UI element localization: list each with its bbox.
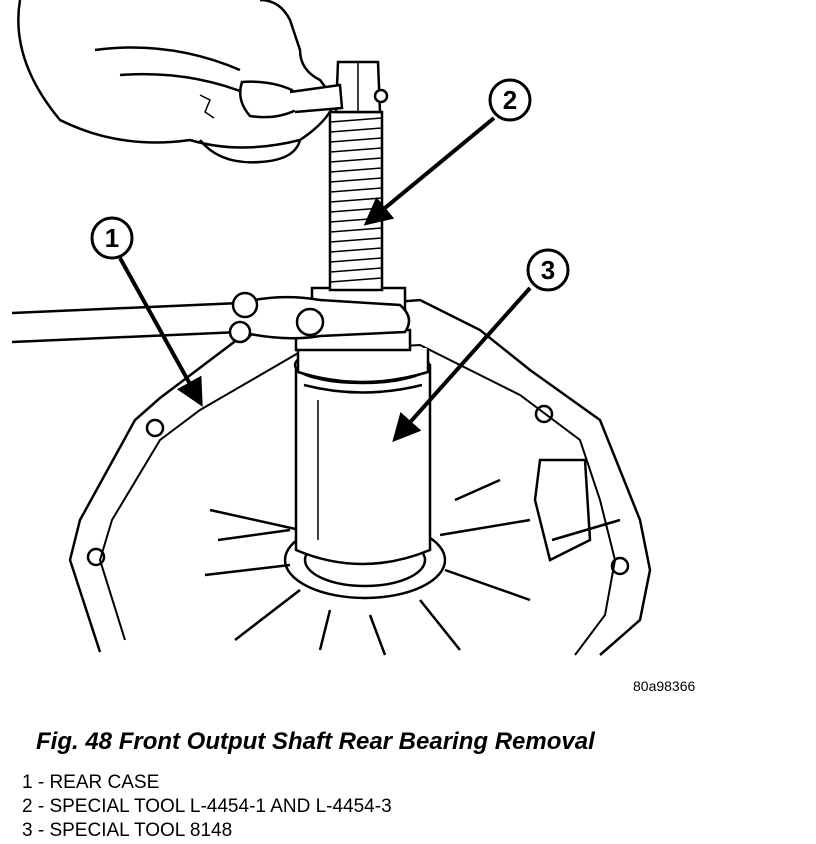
callout-number: 1 [105, 223, 119, 253]
callout-number: 2 [503, 85, 517, 115]
leader-arrow-3 [392, 286, 532, 443]
leader-arrow-1 [118, 257, 203, 407]
callout-number: 3 [541, 255, 555, 285]
wrench-icon [11, 291, 411, 344]
hand-icon [17, 0, 344, 164]
legend-item: 2 - SPECIAL TOOL L-4454-1 AND L-4454-3 [22, 796, 392, 817]
callout-1: 1 [90, 216, 134, 260]
bearing-removal-illustration: 1 2 3 [11, 0, 652, 656]
figure-id-code: 80a98366 [633, 678, 696, 694]
bearing-cup-icon [293, 345, 432, 566]
rear-case-icon [68, 298, 652, 656]
leader-arrow-2 [363, 116, 496, 226]
legend-item: 1 - REAR CASE [22, 772, 160, 793]
leader-arrows [118, 116, 532, 443]
legend: 1 - REAR CASE 2 - SPECIAL TOOL L-4454-1 … [22, 771, 392, 843]
legend-item: 3 - SPECIAL TOOL 8148 [22, 820, 233, 841]
figure-caption: Fig. 48 Front Output Shaft Rear Bearing … [36, 728, 595, 755]
callout-3: 3 [526, 248, 570, 292]
callout-2: 2 [488, 78, 532, 122]
